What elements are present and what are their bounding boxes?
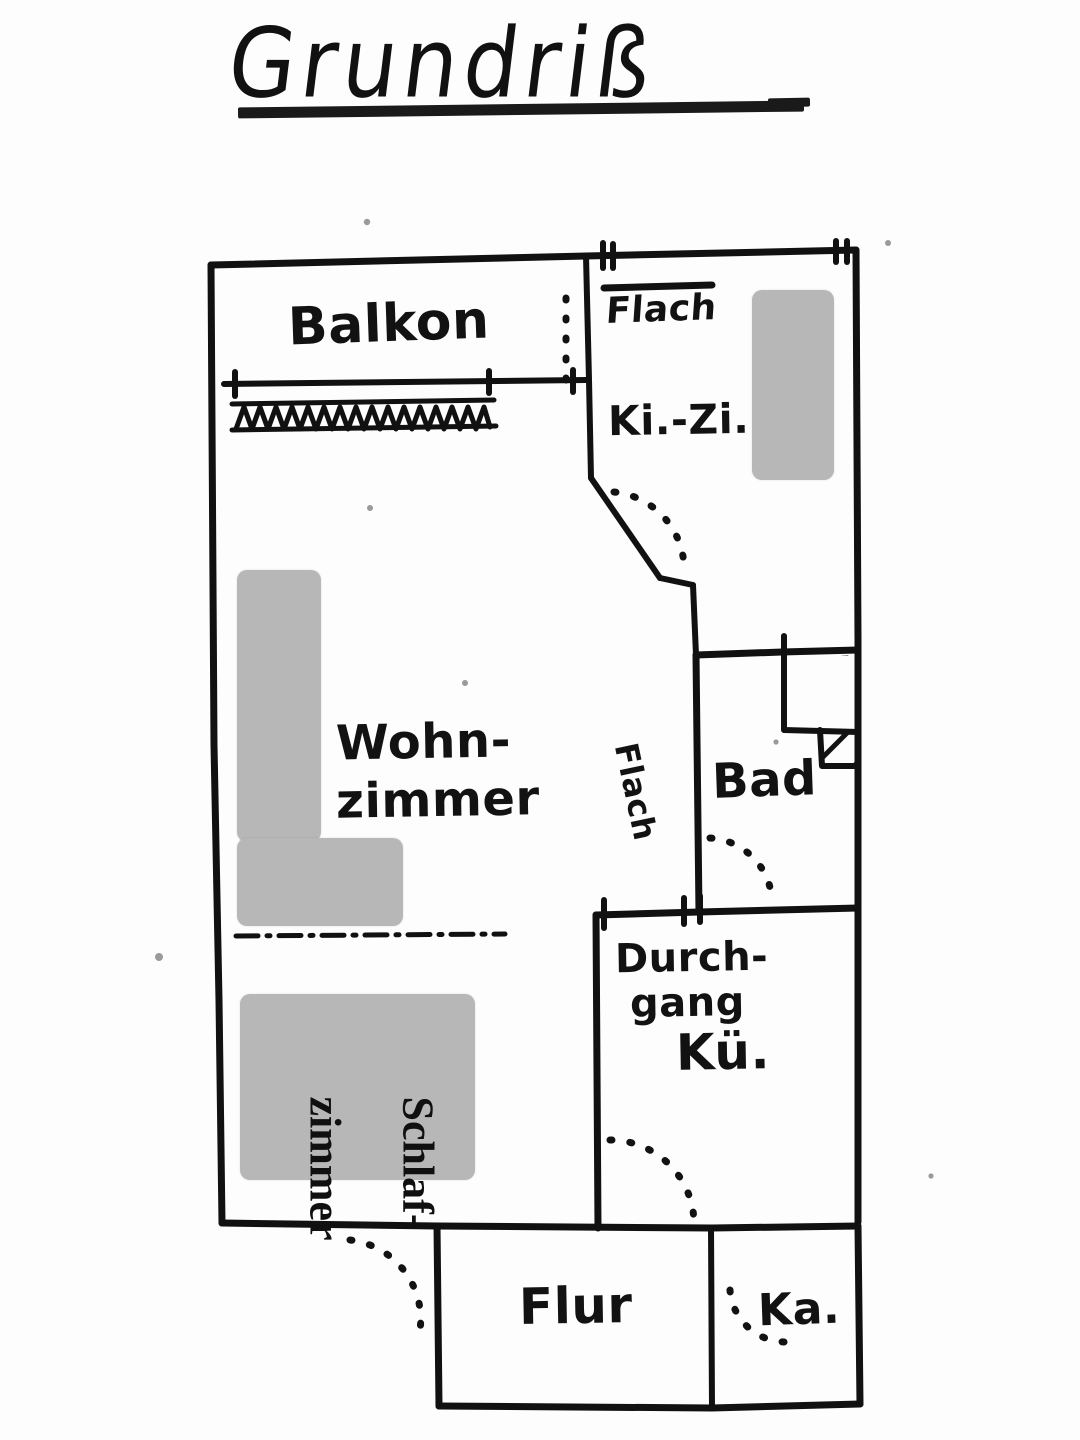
room-label-kinderzimmer: Ki.-Zi. xyxy=(607,394,750,446)
kizi-door-arc xyxy=(610,488,688,578)
room-label-durchgang-line2: gang xyxy=(629,979,746,1027)
room-label-kueche: Kü. xyxy=(675,1022,771,1082)
bad-door-arc xyxy=(706,834,776,904)
kinderzimmer-furniture xyxy=(752,290,834,480)
room-label-flur: Flur xyxy=(518,1276,634,1336)
room-label-wohnzimmer-line2: zimmer xyxy=(335,770,541,830)
room-label-kammer: Ka. xyxy=(757,1282,841,1337)
wohnzimmer-furniture-vertical xyxy=(237,570,321,842)
flur-door-arc xyxy=(346,1236,425,1334)
room-label-balkon: Balkon xyxy=(286,290,491,358)
wohnzimmer-furniture-horizontal xyxy=(237,838,403,926)
schlafzimmer-furniture xyxy=(240,994,475,1180)
room-label-flach-top: Flach xyxy=(604,287,719,332)
room-label-schlafzimmer: Schlaf- zimmer xyxy=(256,1052,487,1240)
room-label-durchgang-line1: Durch- xyxy=(614,933,769,983)
schlafzimmer-line1: Schlaf- xyxy=(393,1096,443,1229)
room-label-wohnzimmer-line1: Wohn- xyxy=(335,712,512,772)
kammer-door-arc xyxy=(726,1286,790,1346)
schlafzimmer-line2: zimmer xyxy=(300,1096,350,1241)
room-label-bad: Bad xyxy=(711,750,818,810)
wc-door-arc xyxy=(606,1136,698,1226)
